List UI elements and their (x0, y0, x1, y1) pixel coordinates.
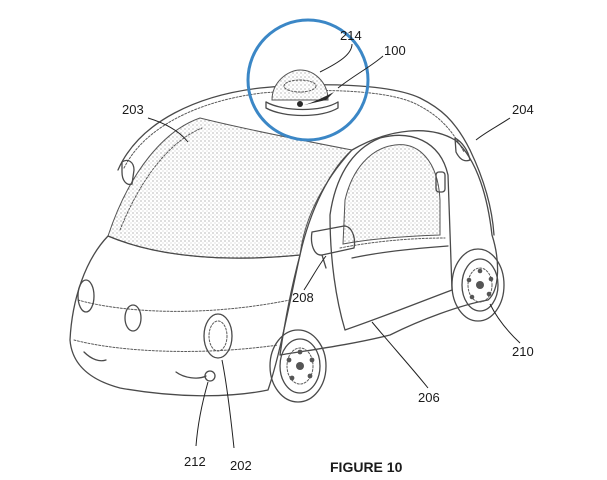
center-lamp (124, 304, 142, 332)
label-204: 204 (512, 102, 534, 117)
car-drawing (69, 69, 505, 403)
door-handle (435, 171, 446, 193)
label-210: 210 (512, 344, 534, 359)
side-window (342, 144, 441, 245)
headlight-202 (203, 313, 233, 359)
side-body (279, 130, 499, 356)
label-206: 206 (418, 390, 440, 405)
label-208: 208 (292, 290, 314, 305)
label-203: 203 (122, 102, 144, 117)
side-mirror-208 (310, 225, 356, 256)
reference-labels: 214 100 203 204 208 210 206 212 202 (122, 28, 534, 473)
label-202: 202 (230, 458, 252, 473)
roof-sensor (265, 69, 339, 117)
front-wheel (269, 329, 327, 403)
rear-wheel-210 (451, 248, 505, 322)
label-100: 100 (384, 43, 406, 58)
highlight-circle (246, 18, 370, 142)
figure-caption: FIGURE 10 (330, 459, 403, 475)
leader-lines (147, 43, 521, 449)
label-212: 212 (184, 454, 206, 469)
front-body (69, 235, 301, 397)
fog-light-212 (204, 370, 216, 382)
left-headlight (77, 279, 95, 313)
sensor-dome-214 (271, 69, 329, 101)
rear-light-204 (454, 137, 471, 162)
label-214: 214 (340, 28, 362, 43)
